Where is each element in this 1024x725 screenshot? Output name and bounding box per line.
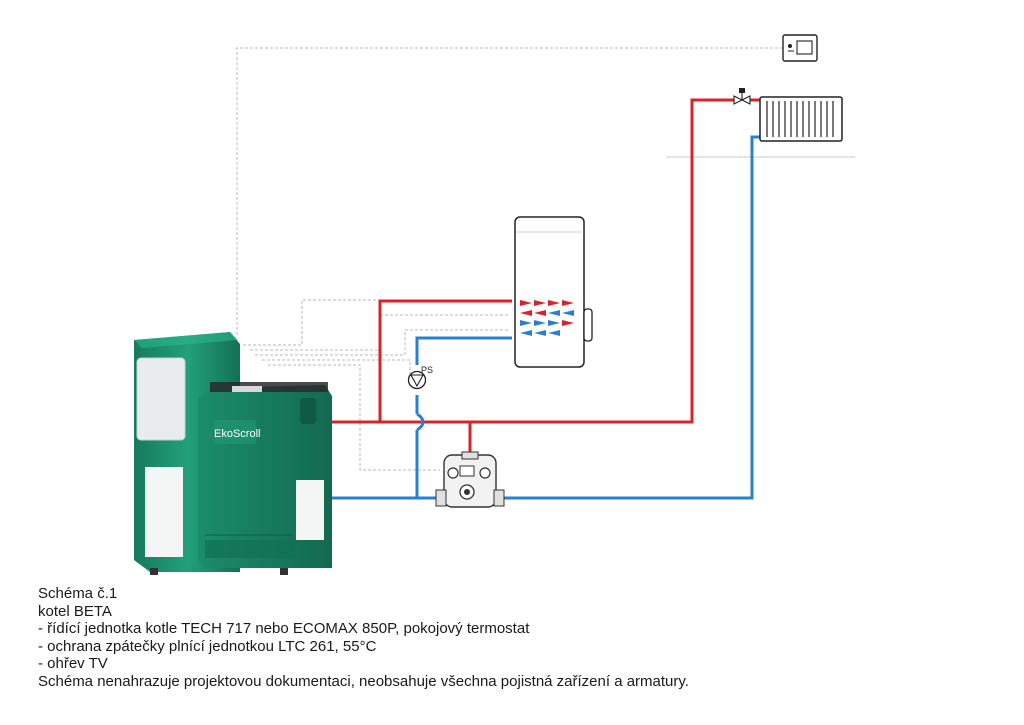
return-pipes (330, 135, 760, 500)
pellet-boiler-icon: EkoScroll (134, 332, 332, 575)
hot-water-tank-icon (514, 216, 593, 368)
boiler-brand-label: EkoScroll (214, 428, 260, 440)
caption-control-unit: - řídící jednotka kotle TECH 717 nebo EC… (38, 620, 530, 637)
caption-disclaimer: Schéma nenahrazuje projektovou dokumenta… (38, 672, 689, 690)
radiator-icon (759, 96, 843, 142)
supply-pipes (330, 98, 760, 455)
caption-return-protection: - ochrana zpátečky plnící jednotkou LTC … (38, 637, 377, 655)
caption-hot-water: - ohřev TV (38, 655, 108, 672)
room-thermostat-icon (782, 34, 818, 62)
pump-label: PS (421, 365, 433, 375)
loading-unit-icon (435, 451, 505, 508)
thermostatic-valve-icon (733, 88, 751, 105)
schematic-caption: Schéma č.1 kotel BETA - řídící jednotka … (38, 585, 689, 690)
pump-icon (407, 370, 427, 390)
tank-coil (520, 300, 574, 336)
caption-title: Schéma č.1 (38, 585, 118, 602)
caption-boiler: kotel BETA (38, 602, 112, 620)
